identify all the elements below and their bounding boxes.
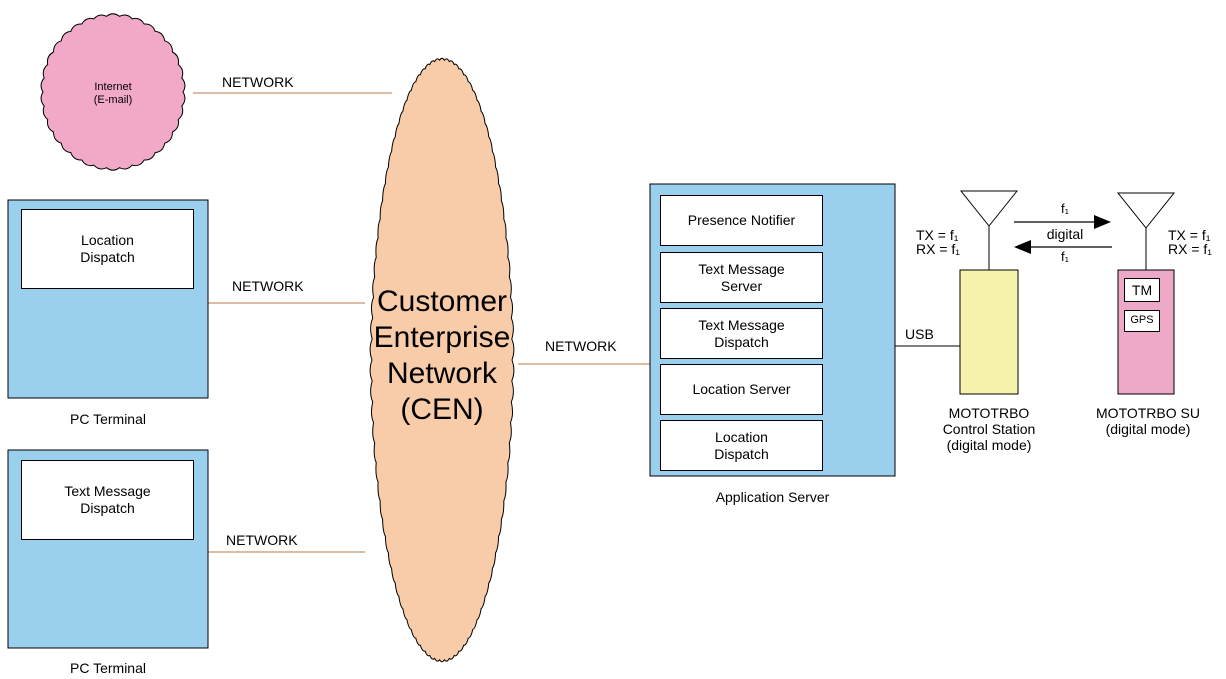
control-station-body [959, 269, 1019, 395]
link-label-bottom: f₁ [1061, 249, 1069, 264]
internet-cloud [40, 13, 186, 171]
network-label-pc1: NETWORK [232, 278, 304, 294]
usb-label: USB [905, 326, 934, 342]
su-caption: MOTOTRBO SU (digital mode) [1096, 405, 1200, 438]
link-label-middle: digital [1046, 226, 1084, 242]
arrow-left-icon [1014, 240, 1031, 254]
su-antenna-icon [1116, 192, 1176, 229]
cen-label: Customer Enterprise Network (CEN) [373, 285, 511, 426]
pc-terminal-2-caption: PC Terminal [70, 660, 146, 676]
module-presence-notifier: Presence Notifier [660, 195, 823, 246]
network-label-pc2: NETWORK [226, 532, 298, 548]
module-text-message-server: Text Message Server [660, 252, 823, 303]
application-server-caption: Application Server [715, 489, 830, 505]
pc2-text-message-dispatch-box: Text Message Dispatch [21, 460, 194, 540]
internet-cloud-shape [40, 13, 186, 171]
su-gps-box: GPS [1124, 310, 1160, 332]
control-station-caption: MOTOTRBO Control Station (digital mode) [942, 405, 1036, 454]
pc-terminal-1-caption: PC Terminal [70, 411, 146, 427]
link-label-top: f₁ [1061, 201, 1069, 216]
control-station-antenna-icon [959, 190, 1019, 227]
network-label-internet: NETWORK [222, 74, 294, 90]
su-tm-box: TM [1124, 278, 1160, 302]
pc1-location-dispatch-box: Location Dispatch [21, 209, 194, 289]
cen-cloud-shape [369, 57, 515, 663]
network-label-app-server: NETWORK [545, 338, 617, 354]
control-station-tx-rx: TX = f₁ RX = f₁ [916, 227, 961, 257]
module-text-message-dispatch: Text Message Dispatch [660, 308, 823, 359]
cen-cloud [369, 57, 515, 663]
internet-label: Internet (E-mail) [93, 81, 133, 106]
module-location-dispatch: Location Dispatch [660, 420, 823, 471]
module-location-server: Location Server [660, 364, 823, 415]
arrow-right-icon [1094, 215, 1111, 229]
su-tx-rx: TX = f₁ RX = f₁ [1168, 227, 1213, 257]
